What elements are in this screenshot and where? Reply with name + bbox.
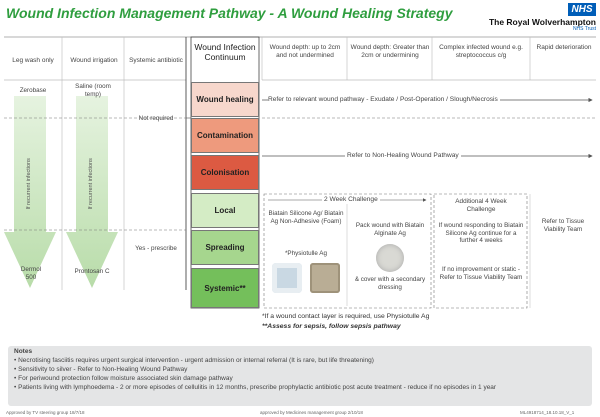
dermol-label: Dermol 500 [20, 266, 42, 281]
nhs-logo: NHS [568, 3, 596, 16]
footer-center: approved by Medicines management group 2… [260, 410, 363, 415]
continuum-header: Wound Infection Continuum [194, 42, 256, 62]
note-text: Necrotising fasciitis requires urgent su… [18, 357, 374, 364]
header-depth-up-to-2cm: Wound depth: up to 2cm and not undermine… [269, 44, 341, 59]
stage-label: Wound healing [196, 95, 254, 104]
stage-label: Contamination [197, 131, 253, 140]
note-item: • Necrotising fasciitis requires urgent … [14, 357, 374, 364]
header-wound-irrigation: Wound irrigation [70, 57, 118, 64]
note-item: • Patients living with lymphoedema - 2 o… [14, 384, 497, 391]
yes-prescribe-label: Yes - prescribe [135, 245, 177, 252]
stage-wound-healing: Wound healing [191, 82, 259, 117]
biatain-foam-image [310, 263, 340, 293]
cover-text: & cover with a secondary dressing [354, 276, 426, 291]
alginate-dressing-image [376, 244, 404, 272]
stage-label: Colonisation [200, 168, 250, 177]
physiotulle-text: *Physiotulle Ag [284, 250, 327, 257]
not-required-label: Not required [138, 115, 174, 122]
stage-local: Local [191, 193, 259, 228]
note-item: • Sensitivity to silver - Refer to Non-H… [14, 366, 188, 373]
additional-four-week: Additional 4 Week Challenge [455, 198, 507, 213]
zerobase-label: Zerobase [19, 87, 47, 94]
pack-wound-text: Pack wound with Biatain Alginate Ag [355, 222, 425, 237]
header-leg-wash: Leg wash only [12, 57, 54, 64]
notes-panel: Notes • Necrotising fasciitis requires u… [8, 346, 592, 406]
wound-healing-text: Refer to relevant wound pathway - Exudat… [268, 96, 500, 104]
footer-left: Approved by TV steering group 18/7/18 [6, 410, 85, 415]
recurrent-infections-label-2: If recurrent infections [88, 158, 95, 210]
stage-colonisation: Colonisation [191, 155, 259, 190]
stage-contamination: Contamination [191, 118, 259, 153]
physiotulle-footnote: *If a wound contact layer is required, u… [262, 313, 430, 320]
trust-name: The Royal Wolverhampton [488, 17, 596, 27]
if-no-improvement-text: If no improvement or static - Refer to T… [439, 266, 523, 281]
two-week-challenge: 2 Week Challenge [322, 196, 380, 204]
header-systemic-antibiotic: Systemic antibiotic [129, 57, 183, 64]
if-responding-text: If wound responding to Biatain Silicone … [438, 222, 524, 245]
header-complex-infected: Complex infected wound e.g. streptococcu… [439, 44, 523, 59]
note-text: For periwound protection follow moisture… [18, 375, 233, 382]
stage-label: Spreading [205, 243, 245, 252]
refer-tissue-viability: Refer to Tissue Viability Team [541, 218, 585, 233]
stage-label: Local [214, 206, 236, 215]
stage-spreading: Spreading [191, 230, 259, 265]
footer-right: ML4918714_18.10.18_V_1 [520, 410, 575, 415]
page-title: Wound Infection Management Pathway - A W… [6, 5, 453, 21]
physiotulle-dressing-image [272, 263, 302, 293]
header-rapid-deterioration: Rapid deterioration [536, 44, 592, 51]
notes-title: Notes [14, 348, 33, 355]
non-healing-text: Refer to Non-Healing Wound Pathway [345, 152, 461, 160]
stage-label: Systemic** [204, 283, 246, 293]
prontosan-label: Prontosan C [74, 268, 110, 275]
note-text: Patients living with lymphoedema - 2 or … [18, 384, 497, 391]
trust-subtitle: NHS Trust [572, 26, 596, 32]
stage-systemic: Systemic** [191, 268, 259, 308]
sepsis-footnote: **Assess for sepsis, follow sepsis pathw… [262, 323, 401, 330]
recurrent-infections-label-1: If recurrent infections [26, 158, 33, 210]
note-item: • For periwound protection follow moistu… [14, 375, 233, 382]
saline-label: Saline (room temp) [75, 83, 111, 98]
note-text: Sensitivity to silver - Refer to Non-Hea… [18, 366, 188, 373]
biatain-silicone-text: Biatain Silicone Ag/ Biatain Ag Non-Adhe… [268, 210, 344, 225]
header-depth-greater-2cm: Wound depth: Greater than 2cm or undermi… [350, 44, 430, 59]
